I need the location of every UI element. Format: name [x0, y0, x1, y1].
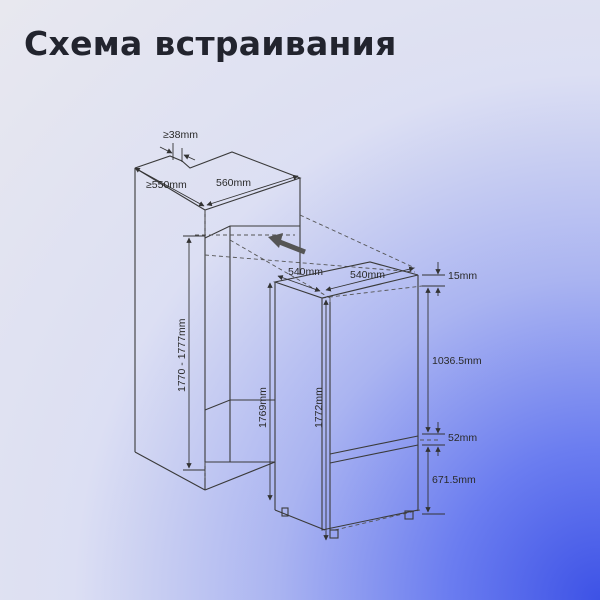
- label-niche-depth: ≥550mm: [146, 179, 187, 191]
- label-niche-height: 1770 - 1777mm: [176, 318, 188, 392]
- dim-gap-top: [159, 143, 196, 162]
- dim-niche-height: [183, 235, 205, 471]
- dim-right-stack: [422, 262, 445, 515]
- insert-arrow-icon: [268, 233, 306, 255]
- guide-lines: [195, 210, 440, 531]
- dim-fridge-width: [325, 266, 415, 292]
- label-gap-top: ≥38mm: [163, 129, 198, 141]
- dim-niche-depth: [134, 167, 205, 207]
- dim-fridge-depth: [277, 275, 321, 292]
- label-upper-door: 1036.5mm: [432, 355, 482, 367]
- label-mid-gap: 52mm: [448, 432, 477, 444]
- niche-cabinet: [134, 151, 302, 491]
- label-top-gap: 15mm: [448, 270, 477, 282]
- label-lower-door: 671.5mm: [432, 474, 476, 486]
- refrigerator: [272, 261, 419, 539]
- dim-niche-width: [206, 174, 299, 207]
- label-opening-height: 1769mm: [257, 387, 269, 428]
- label-niche-width: 560mm: [216, 177, 251, 189]
- label-fridge-width: 540mm: [350, 269, 385, 281]
- label-fridge-depth: 540mm: [288, 266, 323, 278]
- label-fridge-height: 1772mm: [313, 387, 325, 428]
- page-title: Схема встраивания: [24, 24, 397, 63]
